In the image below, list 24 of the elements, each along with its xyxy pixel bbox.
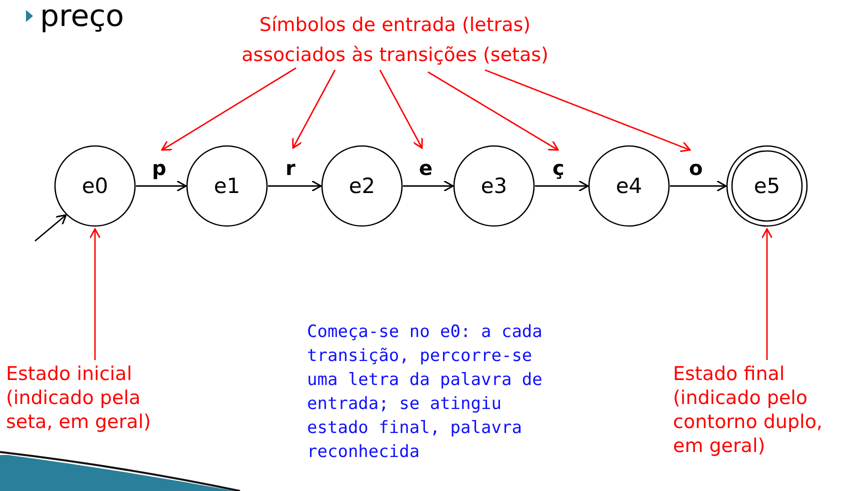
arrow — [761, 228, 773, 360]
callout-text: Símbolos de entrada (letras) associados às transições (setas) — [240, 13, 550, 68]
leader-arrow — [292, 70, 336, 149]
callout-text: Estado final (indicado pelo contorno duplo, em geral) — [673, 362, 824, 458]
state-label: e3 — [480, 174, 508, 198]
state-label: e2 — [348, 174, 376, 198]
state-label: e4 — [616, 174, 642, 198]
arrow — [136, 180, 187, 192]
state-label: e5 — [754, 174, 780, 198]
leader-arrow — [484, 69, 691, 152]
arrow — [89, 228, 101, 360]
leader-arrow — [161, 67, 296, 151]
arrow — [535, 180, 589, 192]
arrow — [34, 214, 67, 242]
state-label: e1 — [214, 174, 240, 198]
leader-arrow — [428, 71, 559, 151]
leader-arrow — [379, 70, 423, 149]
state-label: e0 — [82, 174, 108, 198]
arrow — [670, 180, 727, 192]
heading: preço — [40, 0, 124, 34]
arrow — [403, 180, 454, 192]
explanation-note: Começa-se no e0: a cada transição, percorre-se uma letra da palavra de entrada; se atingiu estado final, palavra reconhecida — [307, 321, 544, 464]
callout-text: Estado inicial (indicado pela seta, em geral) — [6, 362, 152, 434]
arrow — [268, 180, 322, 192]
